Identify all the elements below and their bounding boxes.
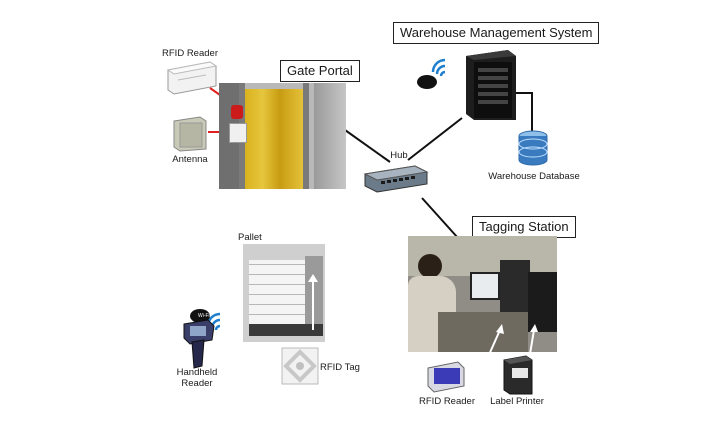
gate-reader-mount xyxy=(231,105,243,119)
warehouse-database-label: Warehouse Database xyxy=(488,171,580,182)
tagging-station-photo xyxy=(408,236,557,352)
desk xyxy=(438,312,528,352)
rfid-reader-bottom-label: RFID Reader xyxy=(419,396,475,407)
wifi-icon xyxy=(417,58,446,89)
worker-head xyxy=(418,254,442,278)
pallet-arrow xyxy=(308,274,318,330)
server-icon xyxy=(466,50,516,120)
wifi-badge-text: Wi-Fi xyxy=(198,313,210,319)
gate-antenna-mount xyxy=(229,123,247,143)
rfid-reader-icon xyxy=(427,361,465,393)
wire-server-to-db xyxy=(515,92,533,132)
rfid-tag-icon xyxy=(281,347,319,385)
handheld-reader-icon xyxy=(183,319,215,369)
antenna-label: Antenna xyxy=(172,154,208,165)
wire-hub-to-server xyxy=(407,117,463,161)
pallet-boxes xyxy=(249,260,313,324)
wire-hub-to-tagging xyxy=(421,197,459,239)
monitor xyxy=(470,272,500,300)
pallet-base xyxy=(249,324,323,336)
gate-portal-photo xyxy=(219,83,346,189)
rfid-reader-top-label: RFID Reader xyxy=(162,48,218,59)
pvc-curtain xyxy=(245,89,303,189)
tagging-station-title: Tagging Station xyxy=(472,216,576,238)
pallet-photo xyxy=(243,244,325,342)
rfid-reader-icon xyxy=(166,61,218,95)
label-printer-label: Label Printer xyxy=(490,396,544,407)
hub-label: Hub xyxy=(390,150,408,161)
label-printer-icon xyxy=(503,355,533,395)
rfid-tag-label: RFID Tag xyxy=(320,362,360,373)
gate-portal-title: Gate Portal xyxy=(280,60,360,82)
pc-tower xyxy=(528,272,557,332)
wire-gate-to-hub xyxy=(344,129,391,163)
handheld-reader-label: Handheld Reader xyxy=(176,367,218,389)
antenna-icon xyxy=(173,116,207,152)
network-hub-icon xyxy=(363,165,429,193)
database-icon xyxy=(518,130,548,166)
wifi-badge-text: Wi-Fi xyxy=(16,28,28,34)
wms-title: Warehouse Management System xyxy=(393,22,600,44)
pallet-label: Pallet xyxy=(238,232,262,243)
